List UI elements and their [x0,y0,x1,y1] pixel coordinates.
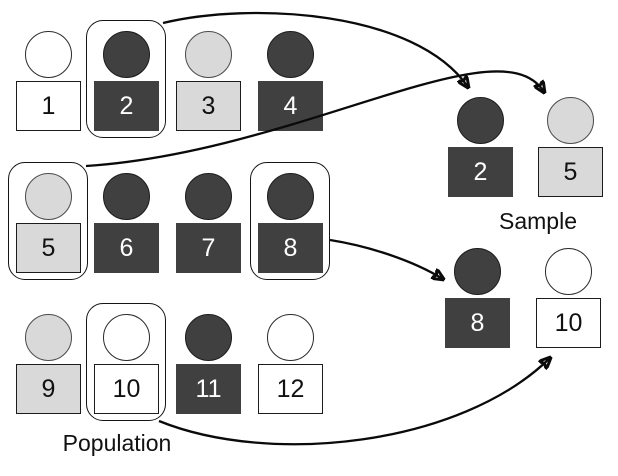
population-figure-8: 8 [250,162,330,280]
person-number-label: 1 [16,81,81,131]
person-number-label: 12 [258,364,323,414]
arrow-8-to-sample-icon [329,238,443,279]
population-figure-12: 12 [258,314,323,414]
person-head-icon [103,31,150,78]
person-head-icon [267,31,314,78]
person-head-icon [457,97,504,144]
person-head-icon [545,248,592,295]
person-head-icon [185,173,232,220]
sample-figure-8: 8 [445,248,510,348]
person-number-label: 10 [536,298,601,348]
person-number-label: 2 [94,81,159,131]
person-head-icon [454,248,501,295]
person-number-label: 11 [176,364,241,414]
population-figure-4: 4 [258,31,323,131]
person-head-icon [103,314,150,361]
population-figure-2: 2 [86,20,166,138]
person-number-label: 3 [176,81,241,131]
population-figure-5: 5 [8,162,88,280]
person-number-label: 8 [258,223,323,273]
person-head-icon [185,31,232,78]
population-figure-6: 6 [94,173,159,273]
person-number-label: 5 [538,147,603,197]
person-number-label: 9 [16,364,81,414]
population-label: Population [62,430,172,456]
sample-figure-2: 2 [448,97,513,197]
person-head-icon [103,173,150,220]
population-figure-3: 3 [176,31,241,131]
person-number-label: 8 [445,298,510,348]
person-number-label: 2 [448,147,513,197]
population-figure-7: 7 [176,173,241,273]
sample-figure-10: 10 [536,248,601,348]
person-head-icon [25,173,72,220]
person-head-icon [25,314,72,361]
person-number-label: 7 [176,223,241,273]
person-head-icon [547,97,594,144]
person-head-icon [25,31,72,78]
person-number-label: 4 [258,81,323,131]
person-number-label: 6 [94,223,159,273]
person-head-icon [185,314,232,361]
population-figure-1: 1 [16,31,81,131]
population-figure-10: 10 [86,303,166,421]
sample-figure-5: 5 [538,97,603,197]
population-figure-9: 9 [16,314,81,414]
person-head-icon [267,314,314,361]
person-number-label: 5 [16,223,81,273]
person-head-icon [267,173,314,220]
population-figure-11: 11 [176,314,241,414]
person-number-label: 10 [94,364,159,414]
sample-label: Sample [499,208,577,234]
